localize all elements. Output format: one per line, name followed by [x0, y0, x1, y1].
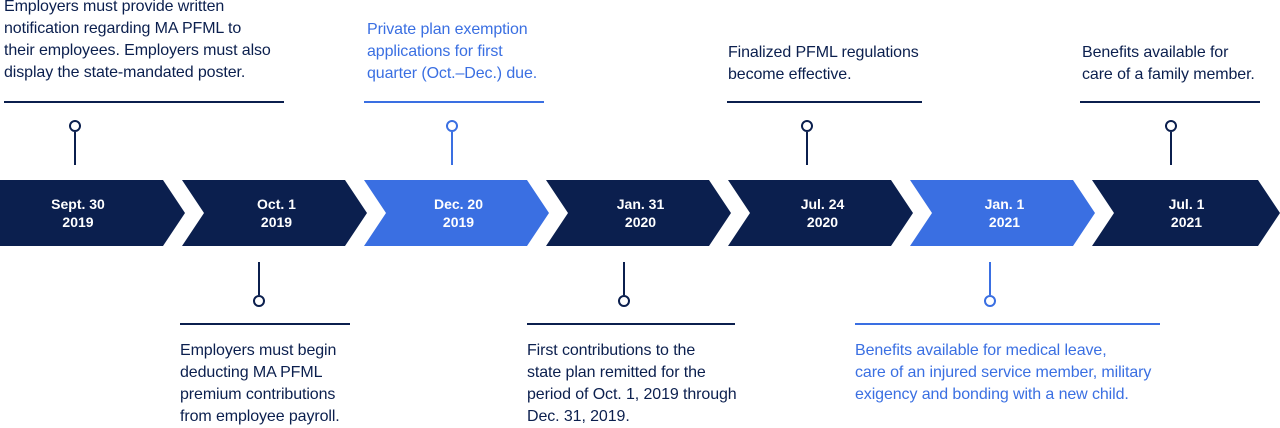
note-line: their employees. Employers must also: [4, 42, 271, 59]
timeline-chevron: [182, 180, 367, 246]
note-line: notification regarding MA PFML to: [4, 20, 242, 37]
note-line: Finalized PFML regulations: [728, 44, 919, 61]
note-line: state plan remitted for the: [527, 364, 706, 381]
note-jul24-rule: [727, 101, 922, 103]
milestone-year: 2020: [625, 214, 656, 230]
milestone-date: Oct. 1: [257, 196, 296, 212]
note-line: Employers must begin: [180, 342, 337, 359]
milestone-date: Jul. 1: [1169, 196, 1205, 212]
note-line: exigency and bonding with a new child.: [855, 386, 1129, 403]
timeline-chevron: [546, 180, 731, 246]
timeline-chevron: [728, 180, 913, 246]
note-dec20-marker: [446, 120, 458, 132]
note-line: display the state-mandated poster.: [4, 64, 246, 81]
note-line: First contributions to the: [527, 342, 696, 359]
note-jan31-marker: [618, 295, 630, 307]
milestone-year: 2019: [62, 214, 93, 230]
timeline-chevron: [0, 180, 185, 246]
milestone-date: Jan. 1: [985, 196, 1025, 212]
note-jul1-rule: [1080, 101, 1260, 103]
note-line: period of Oct. 1, 2019 through: [527, 386, 737, 403]
milestone-year: 2020: [807, 214, 838, 230]
milestone-year: 2019: [443, 214, 474, 230]
note-dec20-rule: [364, 101, 544, 103]
timeline-chevron: [910, 180, 1095, 246]
note-jan1-marker: [984, 295, 996, 307]
note-jul1: Benefits available for care of a family …: [1082, 42, 1272, 86]
note-oct1-marker: [253, 295, 265, 307]
note-jul24: Finalized PFML regulations become effect…: [728, 42, 938, 86]
note-line: applications for first: [367, 43, 503, 60]
note-dec20-stem: [451, 132, 453, 165]
note-dec20: Private plan exemption applications for …: [367, 19, 567, 85]
note-line: care of a family member.: [1082, 66, 1255, 83]
note-line: Benefits available for medical leave,: [855, 342, 1107, 359]
note-line: Benefits available for: [1082, 44, 1229, 61]
milestone-year: 2021: [989, 214, 1020, 230]
note-line: become effective.: [728, 66, 852, 83]
note-sept30-rule: [4, 101, 284, 103]
note-line: premium contributions: [180, 386, 336, 403]
note-sept30: Employers must provide written notificat…: [4, 0, 294, 84]
timeline-chevron: [364, 180, 549, 246]
milestone-date: Jul. 24: [801, 196, 845, 212]
milestone-date: Jan. 31: [617, 196, 665, 212]
milestone-year: 2021: [1171, 214, 1202, 230]
note-sept30-marker: [69, 120, 81, 132]
note-line: care of an injured service member, milit…: [855, 364, 1152, 381]
note-line: quarter (Oct.–Dec.) due.: [367, 65, 538, 82]
note-jan31-rule: [527, 323, 735, 325]
note-sept30-stem: [74, 132, 76, 165]
timeline: Sept. 30 2019 Oct. 1 2019 Dec. 20 2019 Jan. 31…: [0, 180, 1280, 246]
milestone-date: Dec. 20: [434, 196, 483, 212]
note-jul24-marker: [801, 120, 813, 132]
note-line: Dec. 31, 2019.: [527, 408, 630, 425]
note-oct1-stem: [258, 262, 260, 295]
note-jul1-stem: [1170, 132, 1172, 165]
note-line: from employee payroll.: [180, 408, 340, 425]
note-jul1-marker: [1165, 120, 1177, 132]
milestone-year: 2019: [261, 214, 292, 230]
note-line: deducting MA PFML: [180, 364, 323, 381]
timeline-chevron: [1092, 180, 1280, 246]
note-oct1: Employers must begin deducting MA PFML p…: [180, 340, 380, 428]
note-jan1-rule: [855, 323, 1160, 325]
note-line: Private plan exemption: [367, 21, 528, 38]
note-jan1: Benefits available for medical leave, ca…: [855, 340, 1185, 406]
note-jan31-stem: [623, 262, 625, 295]
milestone-date: Sept. 30: [51, 196, 105, 212]
note-line: Employers must provide written: [4, 0, 225, 15]
note-oct1-rule: [180, 323, 350, 325]
note-jan1-stem: [989, 262, 991, 295]
note-jan31: First contributions to the state plan re…: [527, 340, 767, 428]
note-jul24-stem: [806, 132, 808, 165]
